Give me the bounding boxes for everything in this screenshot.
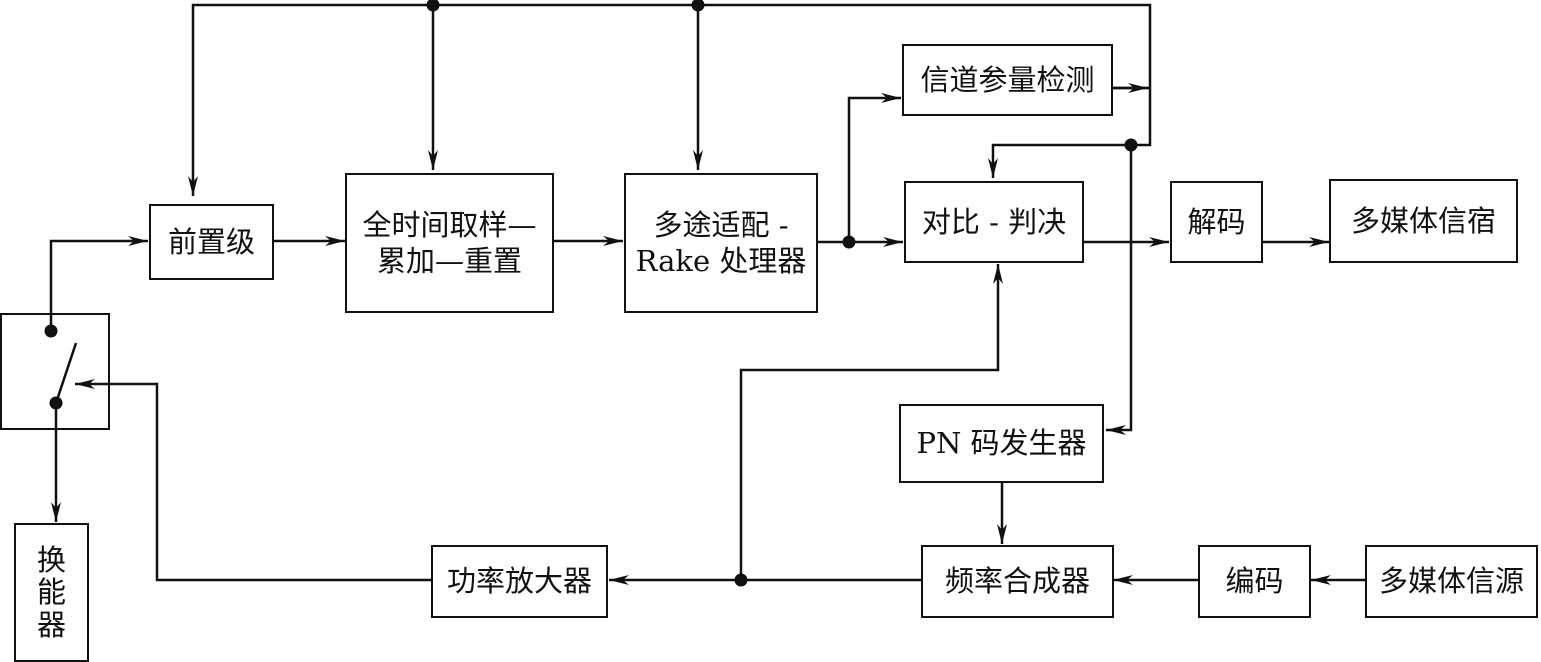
bus-to-decision-wire bbox=[988, 140, 1152, 178]
channel-detect-label: 信道参量检测 bbox=[920, 62, 1095, 97]
bus-to-pn-wire bbox=[1106, 145, 1133, 435]
decoder-block: 解码 bbox=[1170, 181, 1263, 263]
rake-block: 多途适配 - Rake 处理器 bbox=[624, 173, 818, 313]
sink-block: 多媒体信宿 bbox=[1329, 179, 1518, 263]
transducer-char-2: 能 bbox=[36, 575, 66, 610]
switch-to-preamp-wire bbox=[49, 236, 148, 331]
encoder-label: 编码 bbox=[1225, 564, 1284, 599]
freq-synth-block: 频率合成器 bbox=[921, 545, 1114, 618]
pn-generator-block: PN 码发生器 bbox=[899, 404, 1104, 483]
switch-blade bbox=[54, 342, 78, 404]
decision-label: 对比 - 判决 bbox=[921, 204, 1067, 239]
encoder-block: 编码 bbox=[1198, 545, 1311, 618]
channel-detect-block: 信道参量检测 bbox=[902, 44, 1113, 116]
integrator-label-line2: 累加—重置 bbox=[376, 244, 522, 278]
top-bus-wire bbox=[188, 3, 1152, 196]
switch-icon bbox=[0, 313, 110, 430]
amp-to-switch-wire bbox=[75, 379, 431, 582]
rake-to-channel-wire bbox=[847, 93, 901, 242]
sink-label: 多媒体信宿 bbox=[1350, 203, 1496, 238]
synth-to-decision-wire bbox=[739, 264, 1003, 580]
decision-block: 对比 - 判决 bbox=[904, 181, 1084, 263]
power-amp-block: 功率放大器 bbox=[431, 545, 608, 618]
preamp-label: 前置级 bbox=[167, 224, 255, 259]
transducer-char-3: 器 bbox=[36, 607, 66, 642]
integrator-label-line1: 全时间取样— bbox=[362, 207, 537, 242]
transducer-block: 换 能 器 bbox=[14, 523, 89, 662]
junction-dots bbox=[44, 0, 1138, 587]
power-amp-label: 功率放大器 bbox=[446, 564, 592, 599]
freq-synth-label: 频率合成器 bbox=[944, 564, 1090, 599]
pn-generator-label: PN 码发生器 bbox=[916, 426, 1087, 461]
integrator-block: 全时间取样— 累加—重置 bbox=[345, 173, 554, 313]
source-block: 多媒体信源 bbox=[1365, 545, 1538, 618]
rake-label-line1: 多途适配 - bbox=[653, 207, 789, 242]
preamp-block: 前置级 bbox=[149, 204, 274, 280]
transducer-char-1: 换 bbox=[36, 542, 66, 577]
source-label: 多媒体信源 bbox=[1378, 564, 1524, 599]
decoder-label: 解码 bbox=[1187, 204, 1246, 239]
rake-label-line2: Rake 处理器 bbox=[635, 244, 807, 278]
